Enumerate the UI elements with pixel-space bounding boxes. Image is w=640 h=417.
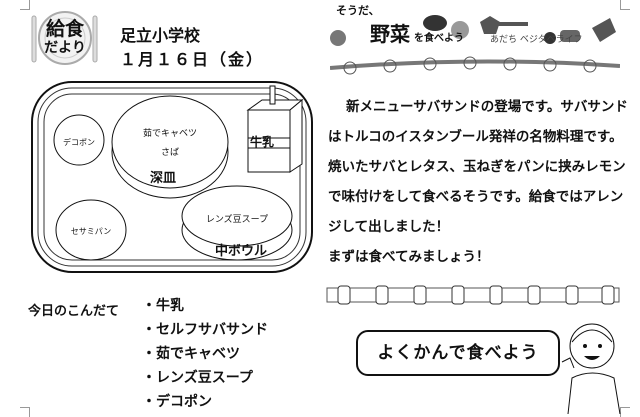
menu-item: ・レンズ豆スープ [142, 370, 253, 386]
article-line: 焼いたサバとレタス、玉ねぎをパンに挟みレモン [328, 159, 626, 175]
teacher-illustration [561, 323, 621, 414]
menu-list: ・牛乳 ・セルフサバサンド ・茹でキャベツ ・レンズ豆スープ ・デコポン [142, 294, 268, 414]
speech-bubble: よくかんで食べよう [356, 330, 560, 376]
article-line: まずは食べてみましょう！ [328, 249, 490, 265]
newsletter-logo: 給食だより [30, 10, 98, 66]
bowl-label: 中ボウル [215, 244, 268, 259]
crop-mark [20, 0, 30, 10]
school-name: 足立小学校 [120, 26, 201, 45]
crop-mark [620, 407, 630, 417]
article-line: ジして出しました！ [328, 219, 450, 235]
logo-subtitle: だより [44, 40, 86, 56]
dekopon-plate [53, 114, 105, 166]
article-line: 新メニューサバサンドの登場です。サバサンド [346, 99, 628, 115]
soup-label: レンズ豆スープ [205, 215, 269, 225]
deep-plate-label: 深皿 [150, 171, 177, 186]
logo-title: 給食 [45, 18, 84, 40]
milk-carton [247, 109, 291, 173]
banner-subtitle: を食べよう [414, 33, 464, 44]
tray-illustration [31, 81, 313, 273]
menu-item: ・牛乳 [142, 298, 184, 314]
article-line: で味付けをして食べるそうです。給食ではアレン [328, 189, 624, 205]
dekopon-label: デコポン [63, 138, 95, 147]
article-line: はトルコのイスタンブール発祥の名物料理です。 [328, 129, 623, 145]
crop-mark [20, 407, 30, 417]
bread-plate [55, 199, 127, 261]
decorative-border-strip [326, 285, 620, 305]
crop-mark [620, 0, 630, 10]
date: １月１６日（金） [120, 50, 265, 69]
article-text: 新メニューサバサンドの登場です。サバサンド はトルコのイスタンブール発祥の名物料… [328, 92, 628, 272]
menu-title: 今日のこんだて [28, 304, 120, 319]
plate-cutlery-icon [31, 11, 98, 65]
vegetable-banner-illustration [330, 15, 620, 75]
deep-plate-item: 茹でキャベツ [142, 129, 197, 139]
menu-item: ・デコポン [142, 394, 212, 410]
bread-label: セサミパン [70, 227, 112, 236]
menu-item: ・セルフサバサンド [142, 322, 268, 338]
milk-label: 牛乳 [250, 135, 275, 149]
menu-item: ・茹でキャベツ [142, 346, 240, 362]
banner-brand: あだち ベジタベライフ [490, 35, 583, 45]
deep-plate-item: さば [160, 148, 179, 158]
banner-title: 野菜 [370, 22, 410, 46]
banner-lead: そうだ、 [336, 4, 380, 17]
